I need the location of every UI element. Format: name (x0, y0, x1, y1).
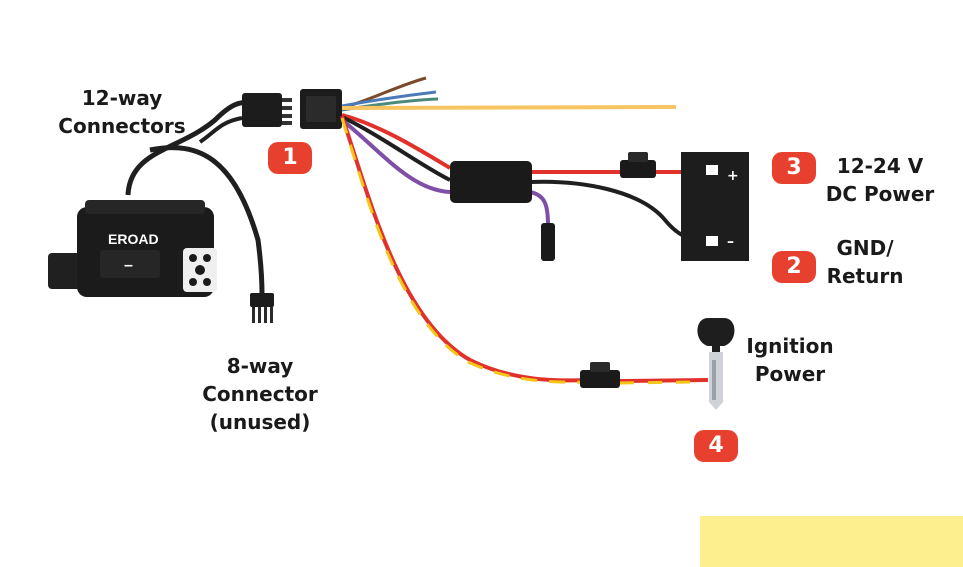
battery-plus-sign: + (727, 168, 739, 184)
wire-purple-out (530, 192, 548, 225)
ignition-key-icon (698, 318, 735, 410)
label-dc-power: 12-24 V DC Power (820, 152, 940, 208)
label-12way-connectors: 12-way Connectors (52, 84, 192, 140)
label-ignition-power: Ignition Power (740, 332, 840, 388)
cable-split (200, 118, 242, 142)
battery-minus-sign: – (727, 234, 734, 250)
purple-wire-plug (541, 223, 555, 261)
connector-8way (250, 293, 274, 323)
connector-12way-male (242, 93, 292, 127)
label-8way-connector: 8-way Connector (unused) (185, 352, 335, 436)
eroad-device-icon: EROAD – (48, 200, 217, 297)
wire-ignition-yellow-to-key (620, 382, 690, 383)
battery-icon: + – (681, 152, 749, 261)
device-minus-text: – (124, 257, 133, 274)
connector-12way-female (300, 89, 342, 129)
fuse-icon (580, 362, 620, 388)
highlight-block (700, 516, 963, 567)
wire-ignition-to-key (620, 380, 708, 381)
badge-2: 2 (772, 251, 816, 283)
badge-3: 3 (772, 152, 816, 184)
wire-orange (342, 107, 676, 108)
inline-module (450, 161, 532, 203)
wire-yellow-ignition (342, 118, 600, 382)
fuse-icon (620, 152, 656, 178)
badge-1: 1 (268, 142, 312, 174)
device-brand-text: EROAD (108, 231, 159, 247)
badge-4: 4 (694, 430, 738, 462)
label-gnd-return: GND/ Return (820, 234, 910, 290)
